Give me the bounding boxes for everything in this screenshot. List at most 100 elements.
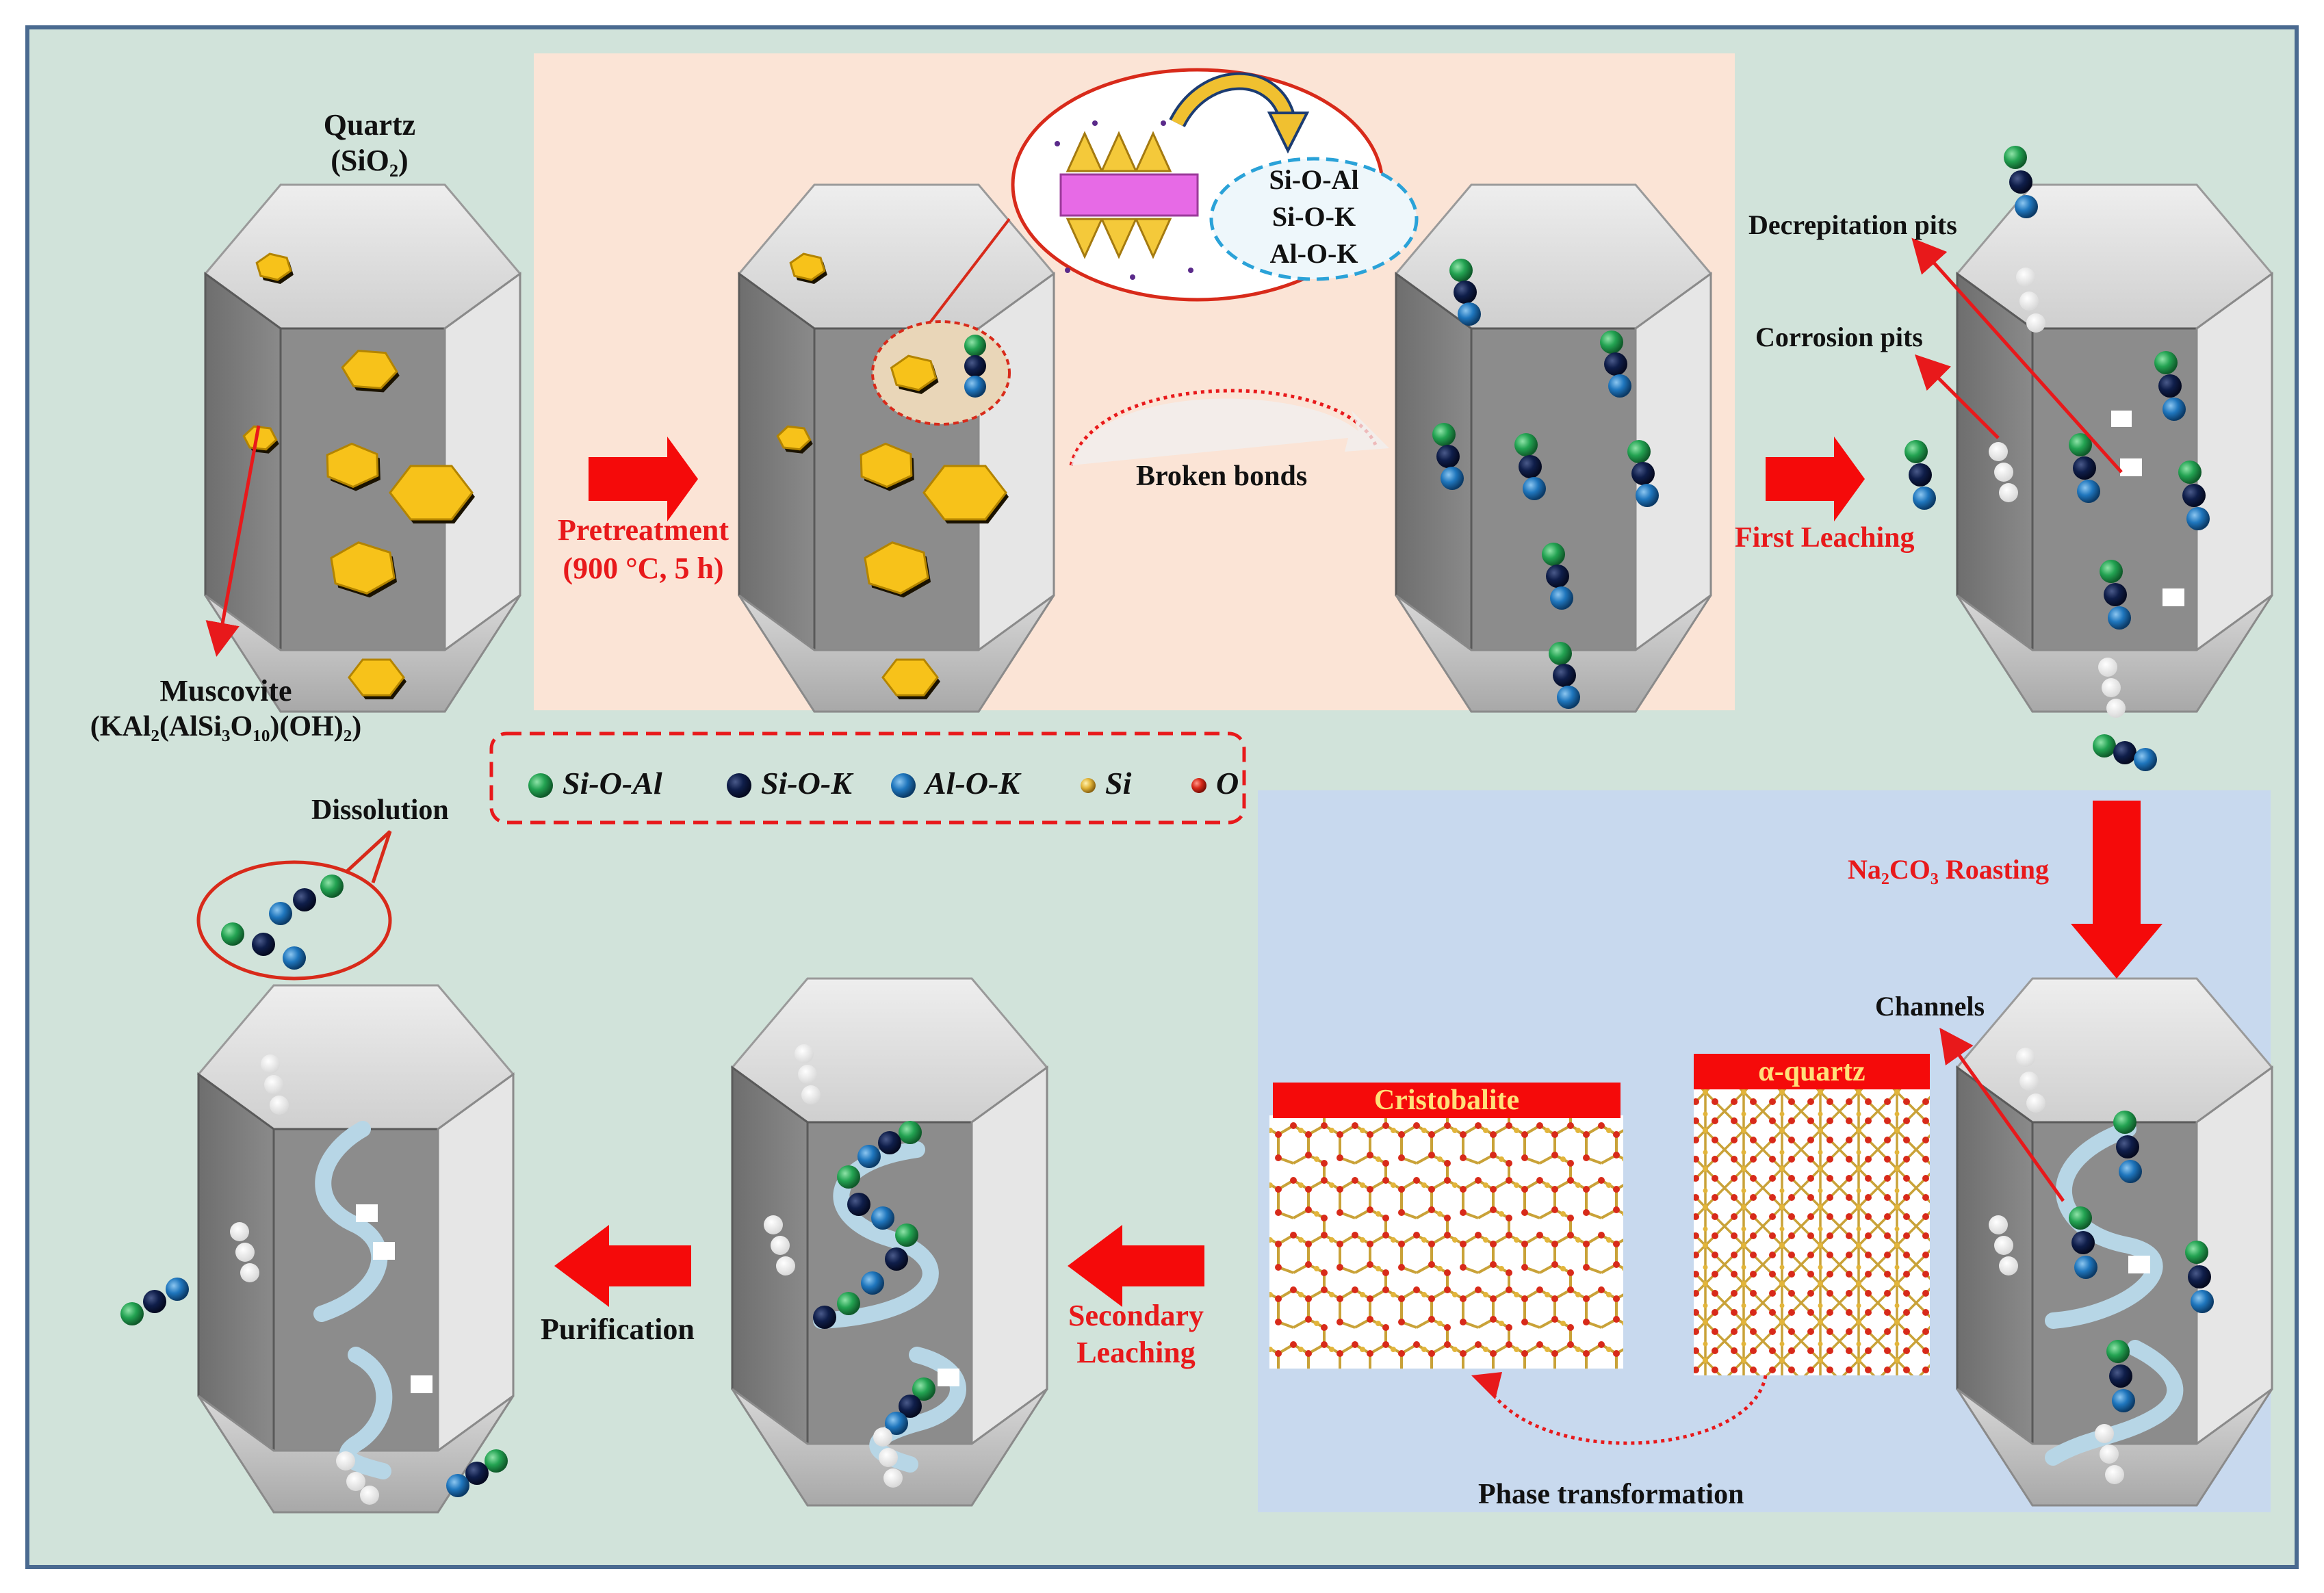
- al-o-k-ball: [1523, 477, 1546, 500]
- si-o-al-ball: [2069, 1206, 2092, 1230]
- bond-ball: [837, 1165, 860, 1189]
- al-o-k-ball: [1913, 487, 1936, 510]
- corrosion-pits-label: Corrosion pits: [1755, 322, 1923, 352]
- si-o-k-ball: [1436, 445, 1460, 468]
- pit-dot: [795, 1044, 814, 1063]
- si-o-k-ball: [252, 933, 275, 956]
- pit-dot: [873, 1427, 892, 1447]
- si-o-al-ball: [320, 875, 344, 898]
- broken-bonds-arrow: [1069, 389, 1378, 466]
- pit: [2120, 458, 2142, 476]
- pit-dot: [1999, 483, 2018, 502]
- legend-swatch-si-o-k: [727, 773, 751, 798]
- muscovite-flake: [789, 252, 827, 285]
- muscovite-flake: [860, 442, 914, 491]
- pit-dot: [764, 1215, 783, 1234]
- si-o-al-ball: [2154, 351, 2178, 374]
- si-o-k-ball: [1546, 565, 1569, 588]
- si-o-k-ball: [1631, 462, 1655, 485]
- pit-dot: [270, 1096, 289, 1115]
- bond-ball: [885, 1247, 908, 1271]
- si-o-al-ball: [1542, 543, 1565, 566]
- legend-label-si-o-k: Si-O-K: [761, 766, 852, 801]
- pit-dot: [264, 1075, 283, 1094]
- zoom-bubble: [929, 68, 1419, 323]
- muscovite-pointer: [205, 425, 261, 657]
- si-o-k-ball: [2071, 1231, 2095, 1254]
- pit-dot: [776, 1256, 795, 1275]
- muscovite-flake: [389, 465, 475, 523]
- pretreatment-arrow: [589, 437, 698, 521]
- bond-ball: [878, 1131, 901, 1154]
- muscovite-flake: [776, 425, 813, 454]
- pit-dot: [2016, 1048, 2035, 1067]
- pit-dot: [1989, 1215, 2008, 1234]
- si-o-al-ball: [2185, 1241, 2208, 1264]
- channel: [313, 1121, 388, 1322]
- legend-label-al-o-k: Al-O-K: [925, 766, 1020, 801]
- roasting-label: Na₂CO₃ Roasting: [1848, 854, 2050, 885]
- first-leaching-arrow: [1766, 437, 1865, 521]
- pit-dot: [235, 1243, 255, 1262]
- si-o-k-ball: [1604, 352, 1627, 376]
- legend-box: [489, 731, 1246, 825]
- si-o-k-ball: [143, 1290, 166, 1313]
- si-o-k-ball: [1909, 463, 1932, 487]
- si-o-al-ball: [1432, 423, 1456, 446]
- bond-ball: [895, 1223, 918, 1247]
- pit-dot: [261, 1054, 280, 1074]
- si-o-al-ball: [912, 1377, 935, 1401]
- roasting-arrow: [2071, 801, 2162, 979]
- pit-dot: [2106, 699, 2126, 718]
- al-o-k-ball: [2186, 507, 2210, 530]
- si-o-al-ball: [1514, 433, 1538, 456]
- si-o-k-ball: [2116, 1135, 2139, 1158]
- quartz-formula: (SiO₂): [331, 144, 409, 177]
- si-o-k-ball: [2113, 741, 2136, 764]
- si-o-al-ball: [964, 335, 986, 357]
- alpha-quartz-lattice: [1694, 1088, 1930, 1375]
- si-o-al-ball: [485, 1449, 508, 1473]
- al-o-k-ball: [964, 376, 986, 398]
- purification-arrow: [554, 1225, 691, 1307]
- purification-label: Purification: [541, 1312, 695, 1346]
- bond-ball: [871, 1206, 894, 1230]
- si-o-al-ball: [2069, 433, 2092, 456]
- si-o-al-ball: [2004, 146, 2027, 169]
- si-o-k-ball: [2158, 374, 2182, 398]
- si-o-k-ball: [293, 888, 316, 911]
- pretreatment-label: Pretreatment: [557, 513, 729, 547]
- al-o-k-ball: [2015, 195, 2038, 218]
- bond-ball: [861, 1271, 884, 1295]
- si-o-al-ball: [1600, 331, 1623, 354]
- pit-dot: [346, 1472, 365, 1491]
- muscovite-flake: [242, 425, 279, 454]
- quartz-label: Quartz: [323, 108, 416, 142]
- pit-dot: [2019, 1072, 2039, 1091]
- si-o-k-ball: [2109, 1364, 2132, 1388]
- si-o-k-ball: [2104, 583, 2127, 606]
- dissolution-label: Dissolution: [311, 794, 449, 826]
- pit-dot: [801, 1085, 821, 1104]
- crystal-quartz-raw: [203, 183, 522, 713]
- corrosion-pointer: [1914, 354, 2000, 439]
- muscovite-flake: [330, 541, 398, 598]
- al-o-k-ball: [446, 1474, 469, 1497]
- si-o-al-ball: [221, 922, 244, 946]
- pit-dot: [2026, 313, 2045, 333]
- pit: [411, 1375, 432, 1393]
- al-o-k-ball: [2162, 398, 2186, 421]
- pit-dot: [798, 1065, 817, 1084]
- channels-label: Channels: [1875, 991, 1985, 1022]
- pit-dot: [240, 1263, 259, 1282]
- bond-ball: [857, 1145, 881, 1168]
- muscovite-label: Muscovite: [159, 674, 292, 708]
- al-o-k-ball: [1557, 686, 1580, 709]
- si-o-k-ball: [2073, 456, 2096, 480]
- muscovite-flake: [890, 354, 939, 394]
- muscovite-flake: [341, 350, 400, 393]
- pit-dot: [2102, 678, 2121, 697]
- channels-pointer: [1939, 1027, 2065, 1202]
